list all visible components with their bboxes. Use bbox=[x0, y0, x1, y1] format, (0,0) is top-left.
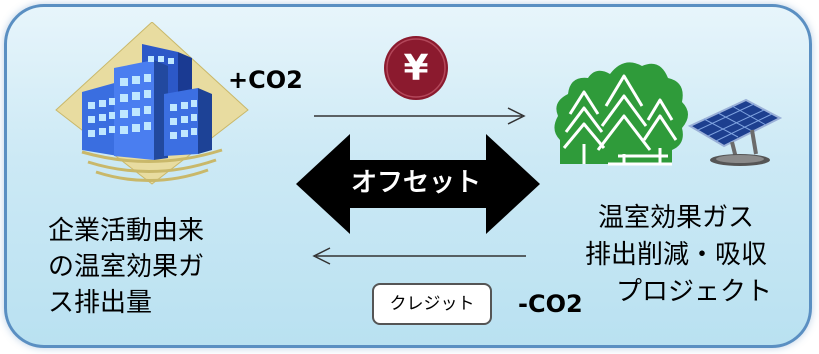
credit-flow-arrow bbox=[312, 247, 526, 265]
emission-source-line-2: の温室効果ガ bbox=[48, 252, 205, 282]
yen-coin-icon: ¥ bbox=[384, 36, 448, 100]
offset-double-arrow bbox=[296, 134, 540, 234]
reduction-project-label: 温室効果ガス 排出削減・吸収 プロジェクト bbox=[560, 200, 792, 311]
emission-source-line-1: 企業活動由来 bbox=[48, 216, 205, 246]
offset-label: オフセット bbox=[350, 168, 481, 198]
reduction-project-line-1: 温室効果ガス bbox=[597, 203, 754, 233]
reduction-project-line-2: 排出削減・吸収 bbox=[584, 240, 767, 270]
emission-source-label: 企業活動由来 の温室効果ガ ス排出量 bbox=[48, 213, 258, 321]
office-building-icon bbox=[55, 22, 249, 185]
minus-co2-label: -CO2 bbox=[518, 290, 583, 318]
emission-source-line-3: ス排出量 bbox=[48, 288, 153, 318]
reduction-project-line-3: プロジェクト bbox=[615, 277, 772, 307]
payment-flow-arrow bbox=[314, 107, 526, 125]
yen-symbol: ¥ bbox=[403, 48, 428, 89]
plus-co2-label: +CO2 bbox=[228, 66, 303, 94]
solar-panel-icon bbox=[687, 98, 783, 166]
credit-box: クレジット bbox=[372, 283, 492, 325]
forest-icon bbox=[554, 62, 688, 166]
